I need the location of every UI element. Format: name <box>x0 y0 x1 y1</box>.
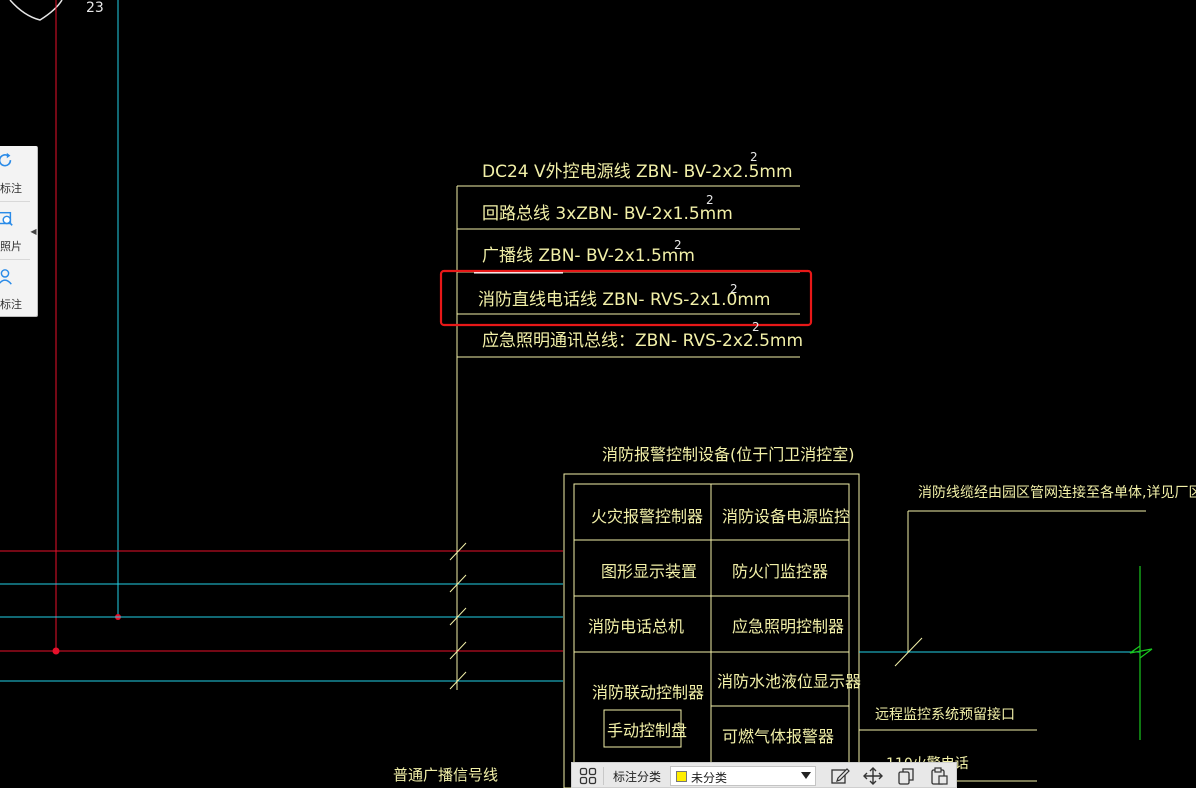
panel-cell-linkage-controller: 消防联动控制器 <box>592 683 705 702</box>
arc-fragment <box>9 0 63 21</box>
cable-spec-dc24-sup: 2 <box>750 150 758 164</box>
cable-spec-broadcast-sup: 2 <box>674 238 682 252</box>
category-color-swatch <box>676 771 687 782</box>
chevron-down-icon <box>801 772 811 779</box>
annotation-toolbar: 标注分类 未分类 <box>571 762 957 788</box>
manual-panel-box <box>603 709 682 748</box>
cable-spec-loop-bus-sup: 2 <box>706 193 714 207</box>
cable-spec-dc24: DC24 V外控电源线 ZBN- BV-2x2.5mm <box>482 162 793 182</box>
paste-icon[interactable] <box>929 767 949 785</box>
panel-cell-graphic-display: 图形显示装置 <box>601 562 698 581</box>
cable-route-note: 消防线缆经由园区管网连接至各单体,详见厂区平面图 <box>918 485 1196 501</box>
corner-number: 23 <box>86 0 104 16</box>
broadcast-signal-label: 普通广播信号线 <box>393 766 499 784</box>
cable-spec-emergency-light: 应急照明通讯总线：ZBN- RVS-2x2.5mm <box>482 331 804 351</box>
cable-spec-emergency-light-sup: 2 <box>752 320 760 334</box>
category-dropdown[interactable]: 未分类 <box>670 766 816 786</box>
category-value: 未分类 <box>691 771 728 785</box>
toolbox-collapse-button[interactable]: ◀ <box>30 206 37 256</box>
copy-icon[interactable] <box>896 767 916 785</box>
person-annotate-icon <box>0 269 12 285</box>
refresh-annotate-icon <box>0 152 12 167</box>
panel-cell-fire-phone-host: 消防电话总机 <box>588 617 685 636</box>
toolbox-photo-label: 照片 <box>0 240 22 253</box>
left-toolbox: 标注 照片 标注 ◀ <box>0 146 38 317</box>
panel-cell-gas-alarm: 可燃气体报警器 <box>722 727 835 746</box>
panel-cell-fire-alarm-controller: 火灾报警控制器 <box>591 507 704 526</box>
toolbox-photo-button[interactable]: 照片 <box>0 206 30 256</box>
panel-title: 消防报警控制设备(位于门卫消控室) <box>602 445 855 464</box>
panel-cell-manual-panel: 手动控制盘 <box>607 721 688 740</box>
cable-spec-broadcast: 广播线 ZBN- BV-2x1.5mm <box>482 246 695 266</box>
toolbox-annotate-button[interactable]: 标注 <box>0 148 30 198</box>
grid-apps-icon[interactable] <box>579 767 597 785</box>
cable-spec-fire-phone-sup: 2 <box>730 282 738 296</box>
edit-icon[interactable] <box>830 767 850 785</box>
triangle-left-icon: ◀ <box>30 226 37 236</box>
toolbox-person-annotate-button[interactable]: 标注 <box>0 264 30 314</box>
panel-outer <box>563 473 860 788</box>
panel-cell-emergency-light-controller: 应急照明控制器 <box>732 617 845 636</box>
panel-cell-fire-door-monitor: 防火门监控器 <box>732 562 829 581</box>
toolbox-person-annotate-label: 标注 <box>0 298 22 311</box>
panel-cell-pool-level-display: 消防水池液位显示器 <box>717 672 862 691</box>
highlight-box <box>439 269 813 327</box>
move-icon[interactable] <box>863 767 883 785</box>
category-label: 标注分类 <box>613 770 662 784</box>
photo-search-icon <box>0 211 13 226</box>
cable-spec-loop-bus: 回路总线 3xZBN- BV-2x1.5mm <box>482 204 733 224</box>
panel-cell-power-monitor: 消防设备电源监控 <box>722 507 851 526</box>
remote-monitor-label: 远程监控系统预留接口 <box>875 707 1015 723</box>
cable-spec-fire-phone: 消防直线电话线 ZBN- RVS-2x1.0mm <box>478 290 771 310</box>
toolbox-annotate-label: 标注 <box>0 182 22 195</box>
